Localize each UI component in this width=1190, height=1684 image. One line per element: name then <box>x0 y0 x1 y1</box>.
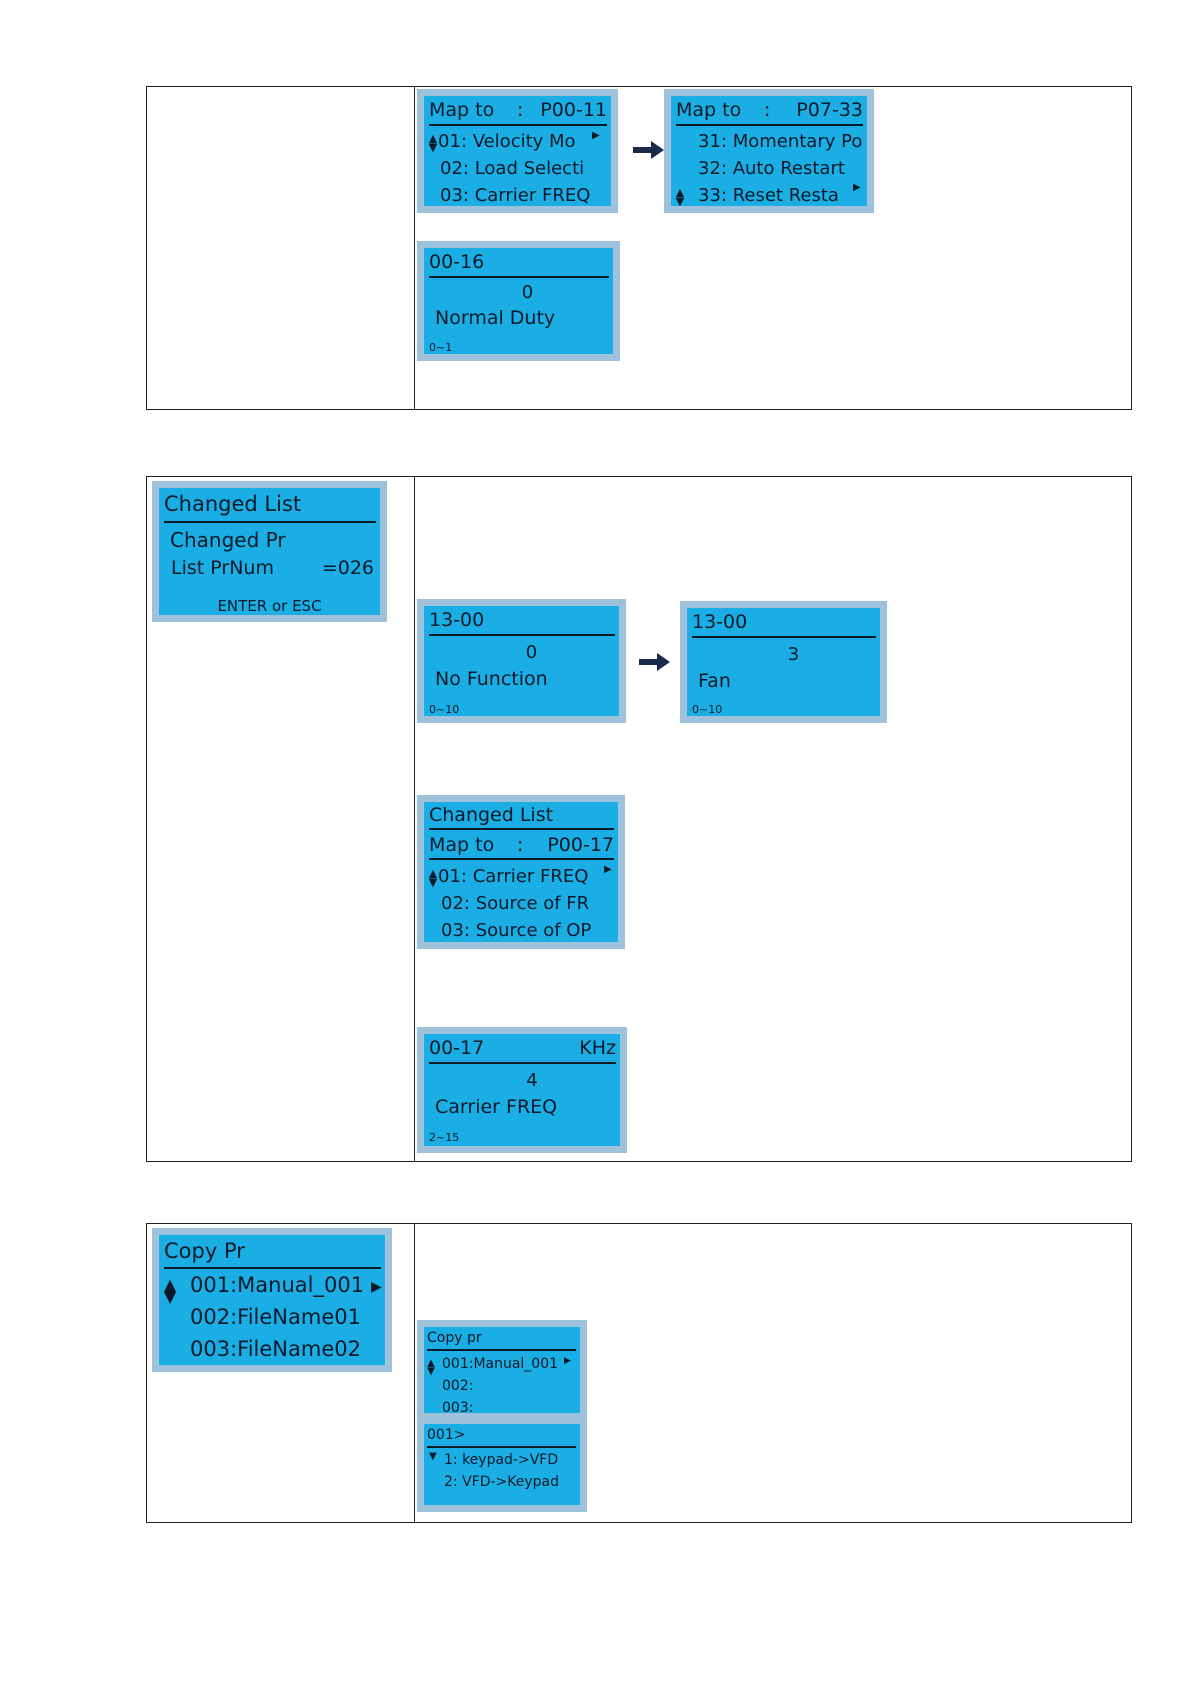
lcd-param-13-00-before: 13-00 0 No Function 0~10 <box>417 599 626 723</box>
list-item: 002: <box>442 1378 474 1394</box>
lcd-param-00-17: 00-17 KHz 4 Carrier FREQ 2~15 <box>417 1027 627 1153</box>
lcd-map-to-p00-11: Map to : P00-11 ▲▼ 01: Velocity Mo ▶ 02:… <box>417 89 618 213</box>
param-label: Normal Duty <box>435 307 556 329</box>
list-item: 02: Source of FR <box>441 893 590 914</box>
list-prnum-value: =026 <box>321 557 374 579</box>
header-label: 001> <box>427 1427 466 1443</box>
param-range: 0~1 <box>429 341 453 354</box>
lcd-header: Changed List <box>429 802 614 830</box>
list-item: 32: Auto Restart <box>698 158 845 179</box>
right-triangle-icon: ▶ <box>853 182 861 193</box>
param-value: 3 <box>787 644 800 665</box>
header-param: 13-00 <box>692 611 748 633</box>
lcd-header: Map to : P07-33 <box>676 96 863 126</box>
header-param: 00-16 <box>429 251 485 273</box>
lcd-copy-pr-large: Copy Pr ▲▼ 001:Manual_001 ▶ 002:FileName… <box>152 1228 392 1372</box>
column-divider <box>414 87 415 409</box>
header-label: Map to <box>676 99 742 121</box>
list-item: 2: VFD->Keypad <box>444 1474 560 1490</box>
header-label: Map to <box>429 99 495 121</box>
header-colon: : <box>517 834 524 856</box>
param-value: 0 <box>521 282 534 303</box>
map-to-param: P00-17 <box>547 834 614 856</box>
param-range: 0~10 <box>429 703 460 716</box>
header-param: 13-00 <box>429 609 485 631</box>
list-item: 003:FileName02 <box>190 1337 361 1361</box>
lcd-copy-destination: 001> ▼ 1: keypad->VFD 2: VFD->Keypad <box>417 1417 587 1512</box>
param-range: 0~10 <box>692 703 723 716</box>
list-item: 02: Load Selecti <box>440 158 585 179</box>
header-label: Copy pr <box>427 1330 482 1346</box>
list-item: 33: Reset Resta <box>698 185 839 206</box>
list-prnum-label: List PrNum <box>171 557 274 579</box>
changed-pr-label: Changed Pr <box>170 528 286 552</box>
right-triangle-icon: ▶ <box>604 864 612 875</box>
list-item: 01: Carrier FREQ <box>438 866 589 887</box>
list-item: 001:Manual_001 <box>442 1356 559 1372</box>
param-label: Fan <box>698 670 731 692</box>
lcd-param-00-16: 00-16 0 Normal Duty 0~1 <box>417 241 620 361</box>
table-section-2: Changed List Changed Pr List PrNum =026 … <box>146 476 1132 1162</box>
param-value: 0 <box>525 642 538 663</box>
enter-or-esc-hint: ENTER or ESC <box>217 597 322 615</box>
param-value: 4 <box>526 1070 538 1091</box>
lcd-header: 001> <box>427 1424 576 1448</box>
param-label: Carrier FREQ <box>435 1096 558 1118</box>
param-range: 2~15 <box>429 1131 460 1144</box>
lcd-header: Copy Pr <box>164 1235 381 1269</box>
lcd-map-to-p07-33: Map to : P07-33 31: Momentary Po 32: Aut… <box>664 89 874 213</box>
lcd-copy-pr-small: Copy pr ▲▼ 001:Manual_001 ▶ 002: 003: <box>417 1320 587 1420</box>
lcd-header: Copy pr <box>427 1327 576 1351</box>
header-label: Changed List <box>164 492 302 516</box>
right-arrow-icon <box>639 653 670 671</box>
right-triangle-icon: ▶ <box>592 130 600 141</box>
lcd-changed-list-summary: Changed List Changed Pr List PrNum =026 … <box>152 481 387 622</box>
header-label: Changed List <box>429 804 554 826</box>
up-down-arrow-icon: ▲▼ <box>675 186 685 208</box>
right-arrow-icon <box>633 141 664 159</box>
header-unit: KHz <box>579 1037 616 1059</box>
lcd-header: 13-00 <box>429 606 615 636</box>
up-down-arrow-icon: ▲▼ <box>163 1275 177 1306</box>
list-item: 002:FileName01 <box>190 1305 361 1329</box>
header-colon: : <box>517 99 524 121</box>
lcd-header: Map to : P00-11 <box>429 96 607 126</box>
header-colon: : <box>764 99 771 121</box>
list-item: 001:Manual_001 <box>190 1273 365 1297</box>
list-item: 31: Momentary Po <box>698 131 863 152</box>
down-triangle-icon: ▼ <box>429 1451 437 1462</box>
header-label: Copy Pr <box>164 1239 245 1263</box>
list-item: 1: keypad->VFD <box>444 1452 559 1468</box>
lcd-param-13-00-after: 13-00 3 Fan 0~10 <box>680 601 887 723</box>
map-to-label: Map to <box>429 834 495 856</box>
column-divider <box>414 477 415 1161</box>
lcd-header: 00-17 KHz <box>429 1034 616 1064</box>
header-param: P00-11 <box>540 99 607 121</box>
header-param: 00-17 <box>429 1037 485 1059</box>
column-divider <box>414 1224 415 1522</box>
up-down-arrow-icon: ▲▼ <box>427 1358 435 1377</box>
list-item: 03: Carrier FREQ <box>440 185 591 206</box>
list-item: 01: Velocity Mo <box>438 131 576 152</box>
list-item: 03: Source of OP <box>441 920 592 941</box>
header-param: P07-33 <box>796 99 863 121</box>
right-triangle-icon: ▶ <box>564 1356 571 1366</box>
lcd-changed-list-map: Changed List Map to : P00-17 ▲▼ 01: Carr… <box>417 795 625 949</box>
table-section-1: Map to : P00-11 ▲▼ 01: Velocity Mo ▶ 02:… <box>146 86 1132 410</box>
param-label: No Function <box>435 668 548 690</box>
lcd-header: 00-16 <box>429 248 609 278</box>
right-triangle-icon: ▶ <box>371 1279 382 1295</box>
list-item: 003: <box>442 1400 474 1416</box>
table-section-3: Copy Pr ▲▼ 001:Manual_001 ▶ 002:FileName… <box>146 1223 1132 1523</box>
up-down-arrow-icon: ▲▼ <box>428 132 438 154</box>
up-down-arrow-icon: ▲▼ <box>428 867 438 889</box>
lcd-header: 13-00 <box>692 608 876 638</box>
lcd-subheader: Map to : P00-17 <box>429 832 614 860</box>
lcd-header: Changed List <box>164 488 376 523</box>
